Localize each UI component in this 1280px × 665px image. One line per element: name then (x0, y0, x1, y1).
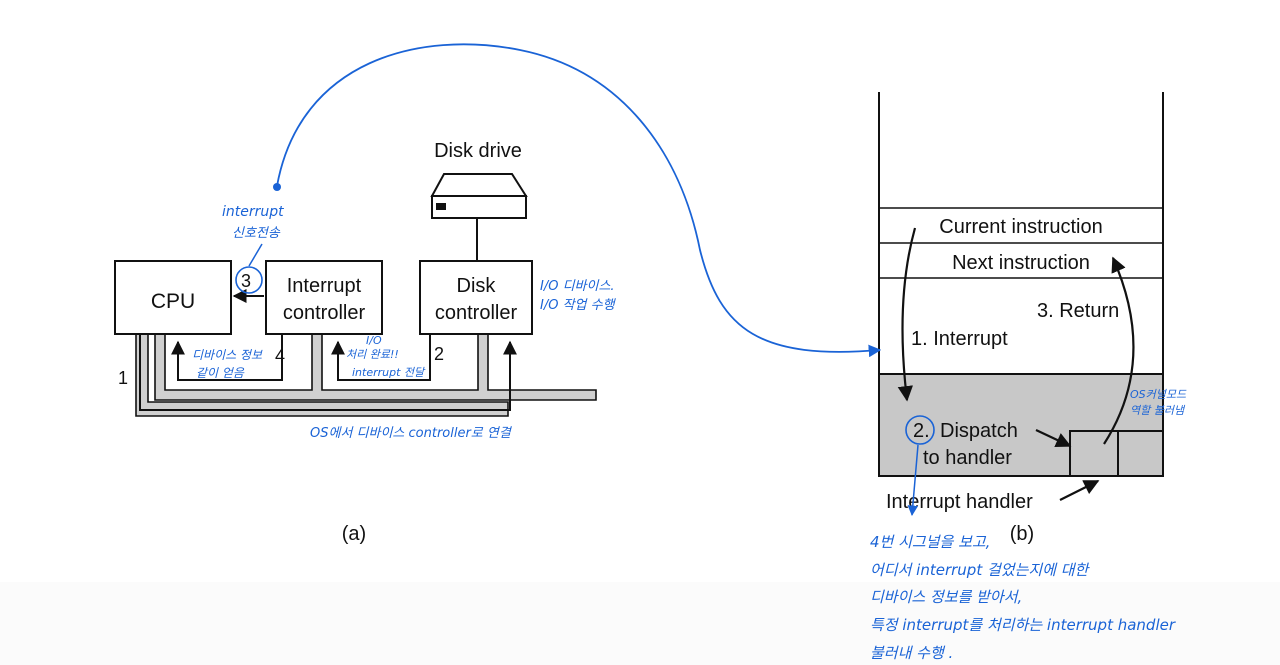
handler-box-1 (1069, 430, 1119, 477)
handler-label-arrow (1059, 480, 1100, 501)
note-device-io-2: I/O 작업 수행 (540, 298, 617, 313)
step-3-label: 3 (241, 271, 251, 291)
step-dispatch-number: 2. (913, 420, 930, 442)
note-handler-2: 어디서 interrupt 걸었는지에 대한 (870, 561, 1091, 579)
connector-curve (276, 43, 882, 358)
dispatch-circle (905, 415, 935, 445)
bottom-band (0, 582, 1280, 665)
note-handler-1: 4번 시그널을 보고, (870, 533, 990, 551)
disk-controller-label-1: Disk (457, 275, 497, 297)
caption-a: (a) (342, 523, 366, 545)
note-handler-5: 불러내 수행 . (870, 644, 953, 662)
step-2-label: 2 (434, 344, 444, 364)
bus-arrow-1 (139, 334, 517, 411)
step-4-label: 4 (275, 346, 285, 366)
interrupt-handler-label: Interrupt handler (886, 491, 1033, 513)
diagram-a: CPU Interrupt controller Disk controller… (114, 140, 597, 545)
step-return-label: 3. Return (1037, 300, 1119, 322)
return-arrow (1103, 256, 1135, 445)
current-instruction-label: Current instruction (939, 216, 1102, 238)
note-interrupt-signal-1: interrupt (222, 204, 284, 220)
note-os-kernel-2: 역할 불러냄 (1130, 404, 1186, 417)
cpu-label: CPU (151, 290, 195, 313)
note-os-connect: OS에서 디바이스 controller로 연결 (310, 426, 513, 441)
disk-drive-icon (430, 173, 528, 219)
note-handler-3: 디바이스 정보를 받아서, (870, 588, 1022, 606)
connector-dot (273, 183, 281, 191)
step-dispatch-label-1: Dispatch (940, 420, 1018, 442)
interrupt-controller-box (265, 260, 383, 335)
disk-controller-label-2: controller (435, 302, 518, 324)
step-dispatch-label-2: to handler (923, 447, 1012, 469)
note-device-info-1: 디바이스 정보 (192, 348, 263, 362)
dispatch-arrow (1035, 429, 1072, 448)
next-instruction-label: Next instruction (952, 252, 1090, 274)
note-io-done-2: 처리 완료!! (346, 348, 399, 361)
diagram-b: Current instruction Next instruction 1. … (878, 92, 1164, 545)
step-1-label: 1 (118, 368, 128, 388)
bus-arrow-2 (331, 334, 431, 381)
note-device-io-1: I/O 디바이스. (540, 279, 615, 294)
interrupt-controller-label-2: controller (283, 302, 366, 324)
interrupt-controller-label-1: Interrupt (287, 275, 362, 297)
disk-drive-label: Disk drive (434, 140, 522, 162)
bus-arrow-4 (171, 334, 283, 381)
cpu-box (114, 260, 232, 335)
note-io-done-3: interrupt 전달 (352, 366, 426, 379)
handler-box-2 (1117, 430, 1164, 477)
step-3-circle (235, 266, 263, 294)
interrupt-arrow (897, 227, 917, 402)
step-3-pointer (248, 243, 263, 267)
note-interrupt-signal-2: 신호전송 (232, 226, 281, 241)
caption-b: (b) (1010, 523, 1034, 545)
step-interrupt-label: 1. Interrupt (911, 328, 1008, 350)
annotations: interrupt 신호전송 I/O 디바이스. I/O 작업 수행 디바이스 … (192, 43, 1187, 662)
note-os-kernel-1: OS커널모드 (1130, 388, 1187, 401)
note-io-done-1: I/O (366, 334, 382, 347)
note-device-info-2: 같이 얻음 (196, 366, 245, 380)
note-handler-4: 특정 interrupt를 처리하는 interrupt handler (870, 616, 1176, 634)
dispatch-pointer (907, 444, 919, 517)
